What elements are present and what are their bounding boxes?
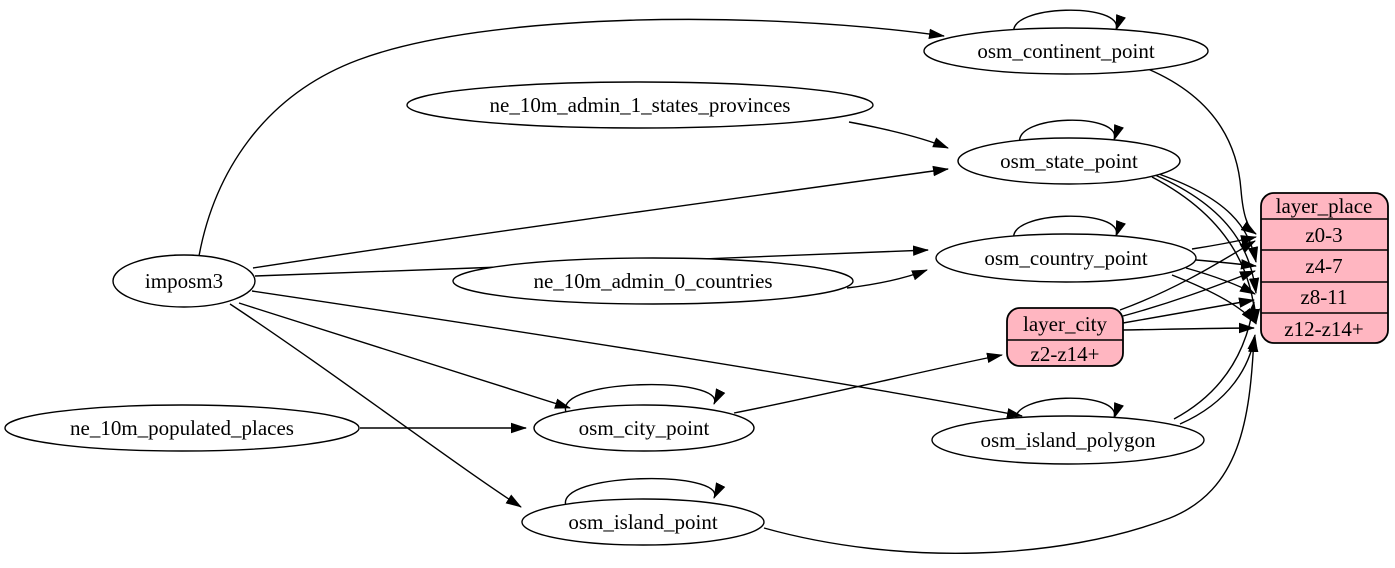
layer_city-title: layer_city: [1023, 312, 1107, 336]
edge-imposm3-osm_state_point: [252, 165, 949, 269]
node-osm_city_point: osm_city_point: [533, 404, 755, 452]
edge-ne_10m_admin_0_countries-osm_country_point: [846, 269, 928, 289]
layer_city-box: [1006, 307, 1124, 367]
edge-layer_city-layer_place-z4-7: [1122, 270, 1256, 317]
node-osm_island_polygon: osm_island_polygon: [931, 415, 1205, 465]
layer_city-row-z2-z14: z2-z14+: [1031, 342, 1100, 366]
edge-imposm3-osm_city_point: [238, 302, 571, 409]
self-loop-osm_island_polygon: [1015, 397, 1124, 423]
osm_country_point-label: osm_country_point: [984, 246, 1147, 270]
osm_island_point-label: osm_island_point: [568, 510, 718, 534]
osm_city_point-label: osm_city_point: [579, 416, 710, 440]
self-loop-osm_city_point: [565, 383, 726, 413]
osm_continent_point-ellipse: [923, 27, 1209, 75]
edge-osm_country_point-layer_place-z0-3: [1191, 235, 1257, 250]
osm_island_point-ellipse: [521, 498, 765, 546]
node-ne_10m_populated_places: ne_10m_populated_places: [4, 404, 360, 452]
edge-imposm3-osm_continent_point: [198, 18, 945, 257]
self-loop-osm_country_point: [1013, 215, 1126, 241]
node-ne_10m_admin_1_states_provinces: ne_10m_admin_1_states_provinces: [406, 81, 874, 129]
imposm3-label: imposm3: [145, 269, 223, 293]
node-osm_continent_point: osm_continent_point: [923, 27, 1209, 75]
self-loop-osm_state_point: [1019, 119, 1124, 145]
edge-ne_10m_admin_1_states_provinces-osm_state_point: [848, 121, 949, 149]
node-layer_place: layer_place z0-3 z4-7 z8-11 z12-z14+: [1260, 192, 1389, 344]
edge-imposm3-osm_island_point: [229, 303, 522, 508]
osm_island_polygon-label: osm_island_polygon: [980, 428, 1156, 452]
edge-layer_city-layer_place-z0-3: [1119, 240, 1256, 311]
layer_place-row-z8-11: z8-11: [1300, 285, 1347, 309]
node-layer_city: layer_city z2-z14+: [1006, 307, 1124, 367]
imposm3-ellipse: [112, 254, 256, 308]
osm_country_point-ellipse: [935, 233, 1197, 283]
node-imposm3: imposm3: [112, 254, 256, 308]
edge-osm_island_point-layer_place-z12-z14: [763, 336, 1259, 554]
ne_10m_populated_places-label: ne_10m_populated_places: [70, 416, 294, 440]
layer_place-box: [1260, 192, 1389, 344]
osm_state_point-label: osm_state_point: [1000, 149, 1138, 173]
edge-osm_city_point-layer_city: [733, 352, 1003, 414]
layer_place-title: layer_place: [1276, 194, 1373, 218]
ne_10m_admin_0_countries-label: ne_10m_admin_0_countries: [533, 269, 772, 293]
edge-osm_island_polygon-layer_place-z8-11: [1173, 301, 1258, 420]
osm_city_point-ellipse: [533, 404, 755, 452]
node-ne_10m_admin_0_countries: ne_10m_admin_0_countries: [452, 257, 854, 305]
osm_continent_point-label: osm_continent_point: [977, 39, 1154, 63]
node-osm_country_point: osm_country_point: [935, 233, 1197, 283]
layer_place-row-z12-z14: z12-z14+: [1284, 317, 1363, 341]
self-loop-osm_continent_point: [1013, 9, 1126, 35]
edge-group: [198, 9, 1261, 554]
layer_place-row-z4-7: z4-7: [1305, 254, 1342, 278]
edge-imposm3-osm_island_polygon: [251, 290, 1023, 419]
edge-layer_city-layer_place-z8-11: [1122, 297, 1255, 324]
layer_place-row-z0-3: z0-3: [1305, 223, 1342, 247]
osm_state_point-ellipse: [957, 137, 1181, 185]
ne_10m_admin_0_countries-ellipse: [452, 257, 854, 305]
self-loop-osm_island_point: [565, 477, 726, 507]
node-osm_island_point: osm_island_point: [521, 498, 765, 546]
edge-osm_island_polygon-layer_place-z12-z14: [1179, 334, 1258, 425]
edge-osm_continent_point-layer_place-z0-3: [1147, 68, 1257, 235]
edge-layer_city-layer_place-z12-z14: [1122, 322, 1255, 334]
osm_island_polygon-ellipse: [931, 415, 1205, 465]
ne_10m_populated_places-ellipse: [4, 404, 360, 452]
edge-osm_country_point-layer_place-z4-7: [1195, 259, 1257, 270]
node-osm_state_point: osm_state_point: [957, 137, 1181, 185]
ne_10m_admin_1_states_provinces-label: ne_10m_admin_1_states_provinces: [490, 93, 791, 117]
ne_10m_admin_1_states_provinces-ellipse: [406, 81, 874, 129]
